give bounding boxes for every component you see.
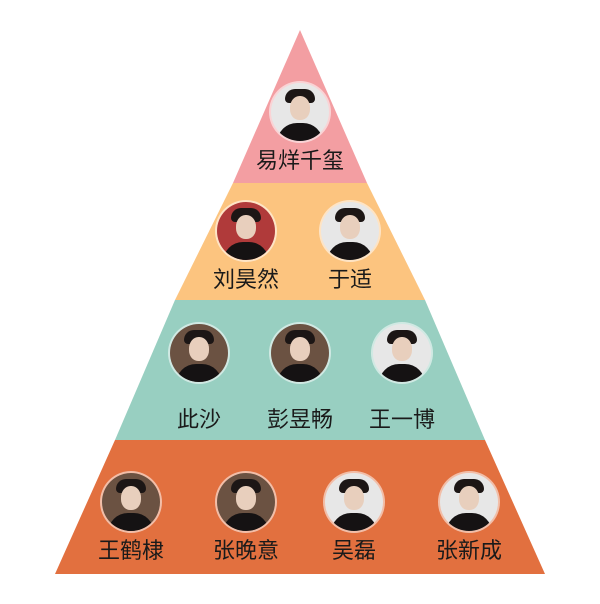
avatar bbox=[271, 324, 329, 382]
person-card: 王一博 bbox=[342, 324, 462, 434]
tier-4-band bbox=[55, 440, 545, 574]
avatar bbox=[373, 324, 431, 382]
avatar bbox=[325, 473, 383, 531]
person-card: 王鹤棣 bbox=[71, 473, 191, 565]
person-name: 吴磊 bbox=[331, 539, 376, 564]
avatar bbox=[321, 202, 379, 260]
person-name: 张新成 bbox=[435, 539, 502, 564]
avatar bbox=[440, 473, 498, 531]
avatar bbox=[170, 324, 228, 382]
person-name: 刘昊然 bbox=[212, 268, 279, 293]
avatar bbox=[217, 202, 275, 260]
person-name: 此沙 bbox=[176, 408, 221, 433]
person-card: 刘昊然 bbox=[186, 202, 306, 294]
person-name: 彭昱畅 bbox=[266, 408, 333, 433]
avatar bbox=[271, 83, 329, 141]
person-card: 此沙 bbox=[139, 324, 259, 434]
person-card: 张晚意 bbox=[186, 473, 306, 565]
person-card: 于适 bbox=[290, 202, 410, 294]
avatar bbox=[217, 473, 275, 531]
person-card: 易烊千玺 bbox=[240, 83, 360, 175]
person-card: 彭昱畅 bbox=[240, 324, 360, 434]
person-name: 王一博 bbox=[368, 408, 435, 433]
person-name: 于适 bbox=[327, 268, 372, 293]
avatar bbox=[102, 473, 160, 531]
person-name: 易烊千玺 bbox=[255, 149, 344, 174]
person-card: 张新成 bbox=[409, 473, 529, 565]
person-card: 吴磊 bbox=[294, 473, 414, 565]
person-name: 王鹤棣 bbox=[97, 539, 164, 564]
person-name: 张晚意 bbox=[212, 539, 279, 564]
